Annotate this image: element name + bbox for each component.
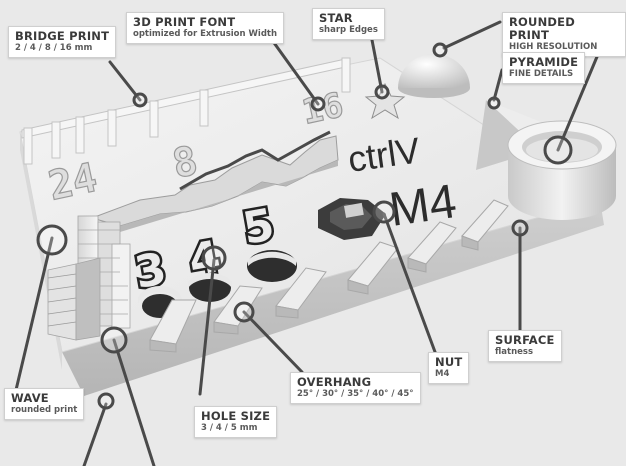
pyramide-title: PYRAMIDE	[509, 55, 579, 69]
nut-title: NUT	[435, 355, 463, 369]
nut-recess	[318, 198, 386, 240]
surface-title: SURFACE	[495, 333, 555, 347]
bridge-print-subtitle: 2 / 4 / 8 / 16 mm	[15, 43, 93, 54]
nut-subtitle: M4	[435, 369, 450, 380]
print-font-title: 3D PRINT FONT	[133, 15, 236, 29]
surface-subtitle: flatness	[495, 347, 534, 358]
print-font-subtitle: optimized for Extrusion Width	[133, 29, 278, 40]
font-sample-text: ctrlV	[345, 129, 422, 180]
overhang-title: OVERHANG	[297, 375, 372, 389]
rounded-print-subtitle: HIGH RESOLUTION	[509, 42, 598, 53]
bridge-print-title: BRIDGE PRINT	[15, 29, 110, 43]
hole-size-title: HOLE SIZE	[201, 409, 271, 423]
overhang-subtitle: 25° / 30° / 35° / 40° / 45°	[297, 389, 414, 400]
nut-label: NUT M4	[428, 352, 470, 384]
overhang-label: OVERHANG 25° / 30° / 35° / 40° / 45°	[290, 372, 421, 404]
wave-subtitle: rounded print	[11, 405, 78, 416]
marker-rings	[36, 42, 573, 410]
surface-label: SURFACE flatness	[488, 330, 562, 362]
rounded-print-dome	[398, 54, 470, 98]
wave-feature	[90, 130, 339, 232]
rounded-print-title: ROUNDED PRINT	[509, 15, 575, 43]
print-font-label: 3D PRINT FONT optimized for Extrusion Wi…	[126, 12, 285, 44]
surface-cylinder	[507, 120, 617, 220]
leader-lines	[14, 20, 606, 466]
star-title: STAR	[319, 11, 353, 25]
rounded-print-label: ROUNDED PRINT HIGH RESOLUTION	[502, 12, 626, 58]
number-24: 24	[45, 155, 102, 210]
bridge-print-feature	[21, 57, 351, 165]
hole-size-subtitle: 3 / 4 / 5 mm	[201, 423, 258, 434]
star-label: STAR sharp Edges	[312, 8, 385, 40]
hole-size-label: HOLE SIZE 3 / 4 / 5 mm	[194, 406, 278, 438]
hole-size-feature	[138, 250, 297, 318]
pyramide-subtitle: FINE DETAILS	[509, 69, 574, 80]
bridge-print-label: BRIDGE PRINT 2 / 4 / 8 / 16 mm	[8, 26, 117, 58]
pyramide-label: PYRAMIDE FINE DETAILS	[502, 52, 586, 84]
wave-title: WAVE	[11, 391, 49, 405]
steps-feature	[47, 215, 131, 341]
star-subtitle: sharp Edges	[319, 25, 378, 36]
wave-label: WAVE rounded print	[4, 388, 85, 420]
star-feature	[364, 82, 406, 120]
number-16: 16	[299, 85, 347, 133]
